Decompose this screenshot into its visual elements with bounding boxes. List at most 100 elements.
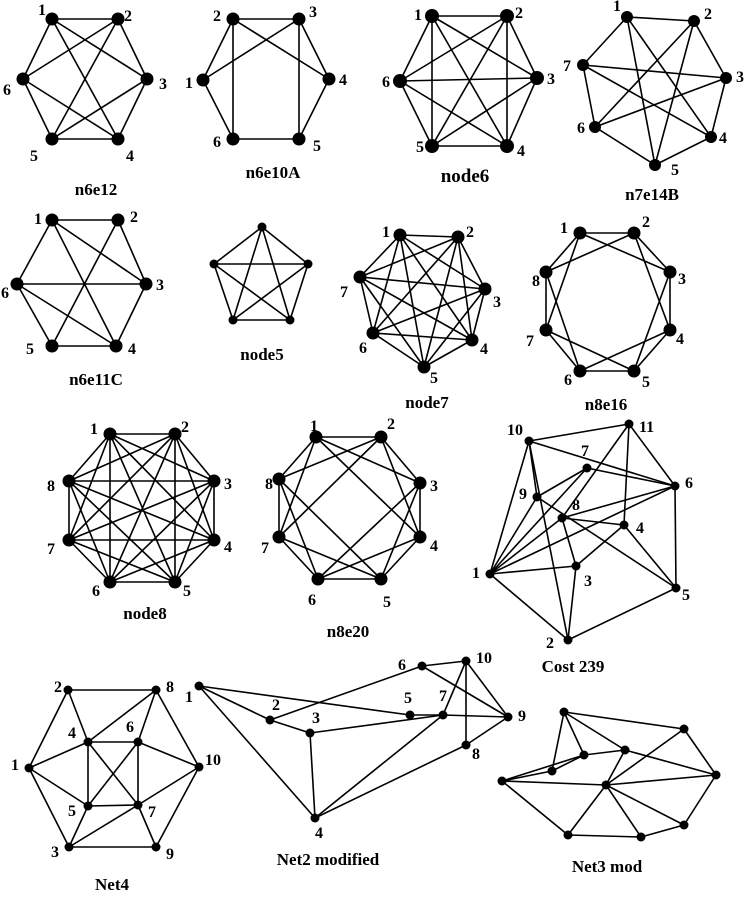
edge-n6e11C-1-4 <box>51 219 117 347</box>
edge-net4-1-5 <box>28 767 89 807</box>
node-node7-4 <box>465 333 479 347</box>
edge-n7e14B-1-4 <box>626 16 712 138</box>
edge-node6-3-5 <box>431 77 538 147</box>
node-n8e16-1 <box>573 226 587 240</box>
node-node8-3 <box>207 474 221 488</box>
edge-net2mod-6-9 <box>421 665 509 718</box>
node-label-node8-1: 1 <box>90 421 98 438</box>
edge-cost239-8-6 <box>561 485 676 519</box>
node-label-node7-3: 3 <box>493 294 501 311</box>
edge-net3mod-k-i <box>605 749 626 786</box>
edge-n6e12-3-4 <box>117 78 148 140</box>
edge-node7-4-6 <box>372 332 473 341</box>
edge-net3mod-c-d <box>683 774 717 826</box>
node-label-node8-3: 3 <box>224 476 232 493</box>
edge-cost239-10-6 <box>528 440 676 487</box>
edge-n6e12-6-1 <box>22 18 53 80</box>
node-n8e16-7 <box>539 323 553 337</box>
edge-n7e14B-4-7 <box>582 64 712 138</box>
edge-node7-2-5 <box>423 236 459 368</box>
node-label-net4-9: 9 <box>166 846 174 863</box>
edge-n6e10A-2-4 <box>232 18 330 80</box>
edge-net3mod-d-e <box>640 824 685 838</box>
node-n8e16-3 <box>663 265 677 279</box>
node-n8e16-2 <box>627 226 641 240</box>
node-n7e14B-4 <box>705 131 717 143</box>
edge-node5-1-3 <box>261 226 291 321</box>
edge-node6-5-6 <box>399 80 433 147</box>
node-label-net2mod-9: 9 <box>518 708 526 725</box>
edge-node8-4-8 <box>68 480 215 541</box>
edge-cost239-6-5 <box>674 485 677 589</box>
node-label-n6e11C-5: 5 <box>26 341 34 358</box>
edge-cost239-3-2 <box>567 565 577 641</box>
node-label-cost239-11: 11 <box>639 419 654 436</box>
edge-n8e20-2-4 <box>380 436 421 538</box>
node-label-n7e14B-4: 4 <box>719 130 727 147</box>
edge-net2mod-3-4 <box>309 732 316 819</box>
edge-cost239-7-6 <box>586 467 676 487</box>
edge-net4-6-5 <box>87 741 139 807</box>
node-net2mod-9 <box>503 712 513 722</box>
edge-n8e20-6-7 <box>278 536 319 580</box>
node-net4-4 <box>83 737 93 747</box>
edge-node8-1-3 <box>109 433 215 482</box>
edge-node5-2-4 <box>232 263 309 321</box>
edge-node5-1-4 <box>232 226 263 321</box>
node-label-n7e14B-7: 7 <box>563 58 571 75</box>
node-n7e14B-2 <box>688 15 700 27</box>
edge-n7e14B-2-3 <box>693 20 727 79</box>
edge-n8e20-3-6 <box>317 482 421 580</box>
edge-net4-2-4 <box>67 689 89 743</box>
node-label-cost239-8: 8 <box>572 497 580 514</box>
edge-node8-2-7 <box>68 433 176 541</box>
edge-net4-6-10 <box>137 741 200 768</box>
edge-n8e16-5-7 <box>545 329 635 372</box>
node-n8e20-3 <box>413 476 427 490</box>
node-label-net4-4: 4 <box>68 725 76 742</box>
edge-net4-8-10 <box>155 689 200 768</box>
edge-node8-6-7 <box>68 539 111 583</box>
node-n6e12-6 <box>16 72 30 86</box>
node-label-node7-4: 4 <box>480 341 488 358</box>
node-n6e11C-6 <box>10 277 24 291</box>
edge-cost239-9-10 <box>528 440 538 498</box>
edge-net3mod-i-g <box>501 780 607 786</box>
node-net4-5 <box>83 801 93 811</box>
node-label-cost239-10: 10 <box>507 422 523 439</box>
edge-cost239-10-11 <box>528 423 630 442</box>
edge-node8-4-5 <box>174 539 215 583</box>
node-label-node6-2: 2 <box>515 5 523 22</box>
edge-net3mod-i-d <box>605 784 685 826</box>
node-net4-2 <box>63 685 73 695</box>
edge-node7-1-2 <box>399 234 459 238</box>
node-node6-4 <box>500 139 514 153</box>
edge-cost239-1-6 <box>489 485 676 575</box>
node-n7e14B-1 <box>621 11 633 23</box>
node-net3mod-a <box>559 707 569 717</box>
edge-n6e12-2-5 <box>51 18 119 140</box>
node-label-n6e12-2: 2 <box>124 8 132 25</box>
edge-n6e11C-2-3 <box>117 219 147 285</box>
edge-node8-2-8 <box>68 433 176 482</box>
edge-cost239-4-8 <box>561 517 625 526</box>
edge-node8-5-8 <box>68 480 176 583</box>
edge-node6-2-6 <box>399 15 508 82</box>
edge-cost239-7-1 <box>489 467 588 575</box>
node-net3mod-c <box>711 770 721 780</box>
graph-title-net4: Net4 <box>95 875 129 894</box>
node-label-n8e16-7: 7 <box>526 333 534 350</box>
node-node8-1 <box>103 427 117 441</box>
edge-net3mod-h-a <box>551 711 565 772</box>
node-node6-2 <box>500 9 514 23</box>
node-cost239-9 <box>532 492 542 502</box>
node-net3mod-j <box>579 750 589 760</box>
edge-node7-4-5 <box>423 339 473 368</box>
node-label-n6e10A-2: 2 <box>213 8 221 25</box>
edge-node7-4-7 <box>359 276 473 341</box>
node-label-net2mod-4: 4 <box>315 825 323 842</box>
graph-title-node8: node8 <box>123 604 166 623</box>
edge-n6e12-4-6 <box>22 78 119 140</box>
edge-node7-2-6 <box>372 236 459 334</box>
